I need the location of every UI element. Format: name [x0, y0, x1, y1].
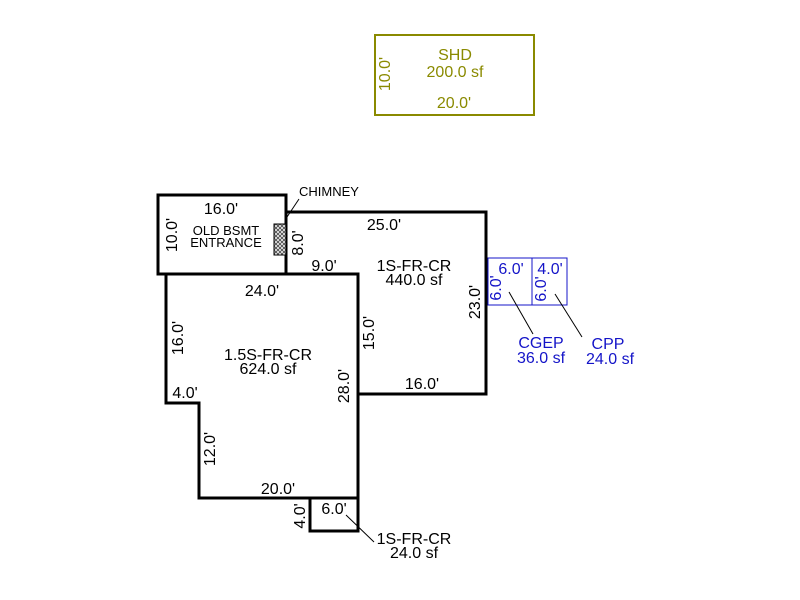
bsmt-label-line1: OLD BSMT [193, 223, 260, 238]
shed-dim-bottom: 20.0' [437, 95, 471, 112]
small-addition-dim-left: 4.0' [292, 503, 309, 528]
one-story-dim-right: 23.0' [467, 285, 484, 319]
shed-outline [374, 34, 535, 116]
bsmt-dim-top: 16.0' [204, 201, 238, 218]
shed-dim-left: 10.0' [377, 57, 394, 91]
cpp-area: 4.0' 6.0' CPP 24.0 sf [531, 257, 635, 368]
bsmt-dim-left: 10.0' [164, 218, 181, 252]
one-half-story-dim-top: 24.0' [245, 283, 279, 300]
one-half-story-area-text: 624.0 sf [240, 361, 297, 378]
one-half-story-code: 1.5S-FR-CR [224, 347, 312, 364]
bsmt-label-line2: ENTRANCE [190, 235, 262, 250]
small-addition-code: 1S-FR-CR [377, 531, 452, 548]
one-story-dim-inner: 15.0' [361, 316, 378, 350]
one-half-story-area: 24.0' 1.5S-FR-CR 624.0 sf 16.0' 4.0' 12.… [164, 272, 360, 500]
shed-code: SHD [438, 47, 472, 64]
chimney-label: CHIMNEY [299, 184, 359, 199]
cgep-code: CGEP [518, 335, 563, 352]
one-half-story-dim-notch: 4.0' [172, 385, 197, 402]
one-half-story-dim-right: 28.0' [336, 369, 353, 403]
one-half-story-dim-lower-left: 12.0' [202, 432, 219, 466]
one-half-story-outline [164, 272, 360, 500]
cgep-area-text: 36.0 sf [517, 350, 566, 367]
cpp-area-text: 24.0 sf [586, 351, 635, 368]
one-story-code: 1S-FR-CR [377, 258, 452, 275]
small-addition-area-text: 24.0 sf [390, 545, 439, 562]
chimney-area: CHIMNEY 8.0' [273, 184, 359, 256]
cpp-code: CPP [592, 336, 625, 353]
one-story-outline [286, 210, 488, 396]
cpp-outline [531, 257, 568, 306]
cgep-dim-left: 6.0' [488, 275, 505, 300]
shed-area: SHD 200.0 sf 20.0' 10.0' [374, 34, 535, 116]
bsmt-entrance-area: 16.0' 10.0' OLD BSMT ENTRANCE [156, 193, 288, 276]
cgep-leader [508, 291, 534, 335]
shed-area-text: 200.0 sf [427, 64, 484, 81]
cpp-dim-left: 6.0' [533, 276, 550, 301]
small-addition-area: 6.0' 4.0' 1S-FR-CR 24.0 sf [292, 496, 452, 562]
one-story-area: 25.0' 9.0' 1S-FR-CR 440.0 sf 23.0' 15.0'… [286, 210, 488, 396]
one-half-story-dim-bottom: 20.0' [261, 481, 295, 498]
one-half-story-dim-left: 16.0' [170, 321, 187, 355]
one-story-dim-top: 25.0' [367, 217, 401, 234]
cgep-dim-top: 6.0' [498, 261, 523, 278]
small-addition-dim-top: 6.0' [321, 501, 346, 518]
chimney-dim: 8.0' [290, 230, 307, 255]
one-story-area-text: 440.0 sf [386, 272, 443, 289]
one-story-dim-step: 9.0' [311, 258, 336, 275]
cpp-dim-top: 4.0' [537, 261, 562, 278]
cpp-leader [554, 293, 583, 338]
chimney-block [273, 223, 287, 256]
small-addition-outline [308, 496, 360, 533]
one-story-dim-bottom: 16.0' [405, 376, 439, 393]
chimney-leader [284, 198, 300, 221]
small-addition-leader [345, 514, 375, 543]
